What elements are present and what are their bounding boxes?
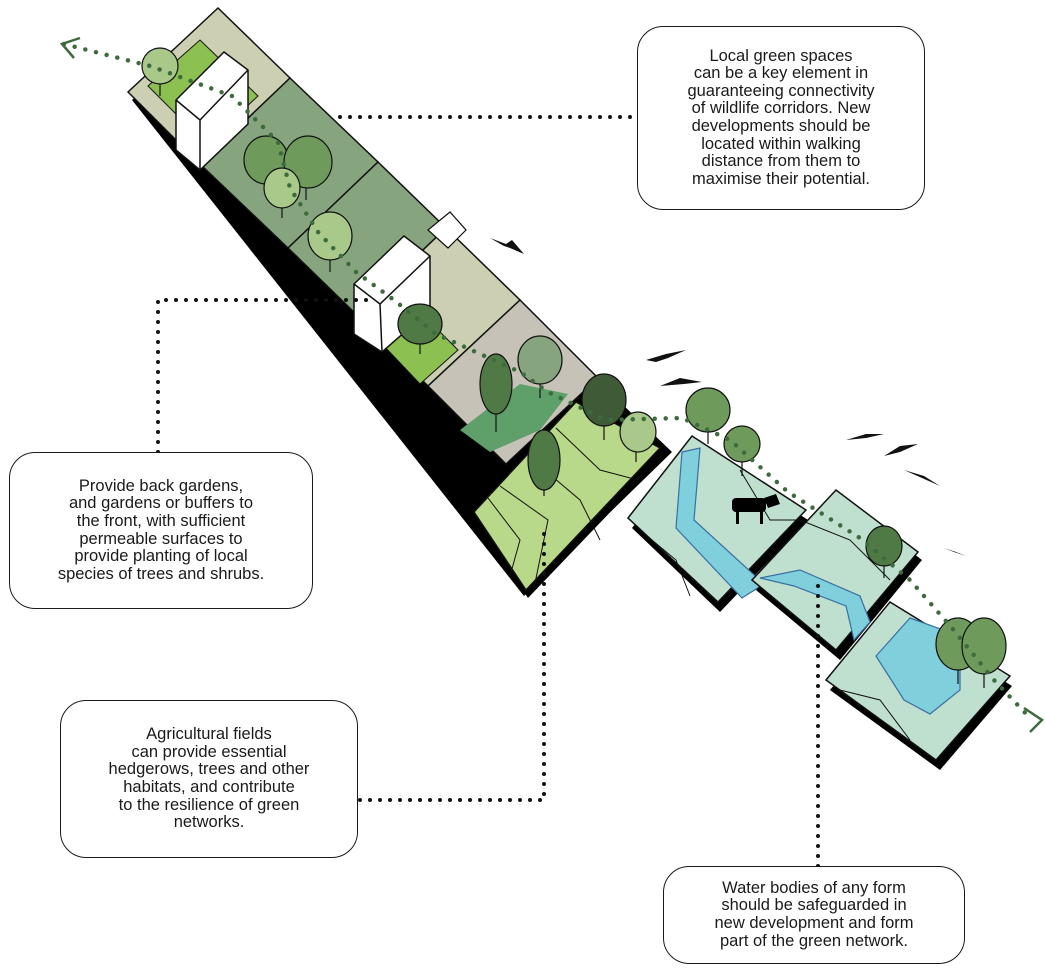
callout-water-bodies: Water bodies of any form should be safeg…: [663, 866, 965, 964]
bird-icon: [660, 378, 702, 386]
callout-green-spaces: Local green spaces can be a key element …: [637, 26, 925, 210]
bird-icon: [904, 470, 940, 486]
callout-gardens: Provide back gardens, and gardens or buf…: [9, 452, 313, 609]
bird-icon: [944, 548, 966, 556]
callout-agriculture: Agricultural fields can provide essentia…: [60, 700, 358, 858]
bird-icon: [884, 444, 918, 456]
bird-icon: [490, 238, 524, 254]
arrow-left-icon: [62, 38, 80, 58]
bird-icon: [646, 350, 686, 362]
bird-icon: [846, 434, 884, 440]
